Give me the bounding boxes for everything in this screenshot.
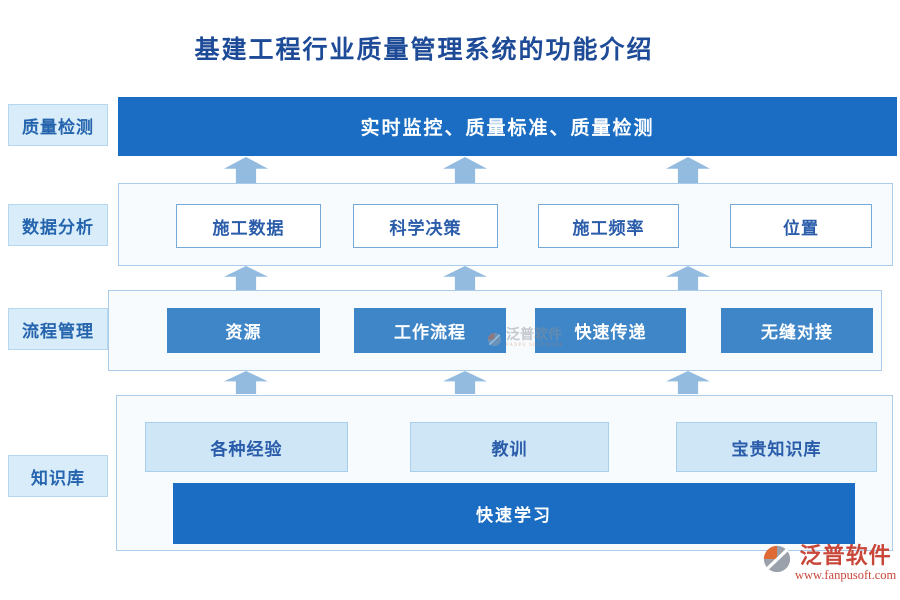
process-box: 工作流程 xyxy=(354,308,506,353)
brand-url-link[interactable]: www.fanpusoft.com xyxy=(795,568,897,582)
quality-banner: 实时监控、质量标准、质量检测 xyxy=(118,97,897,156)
knowledge-row: 各种经验 教训 宝贵知识库 快速学习 xyxy=(116,395,893,551)
brand-name: 泛普软件 xyxy=(799,543,892,568)
analysis-box: 位置 xyxy=(730,204,872,248)
up-arrow-icon xyxy=(443,157,487,183)
page-title: 基建工程行业质量管理系统的功能介绍 xyxy=(194,37,654,64)
up-arrow-icon xyxy=(666,266,710,290)
knowledge-box: 各种经验 xyxy=(145,422,348,472)
process-box: 快速传递 xyxy=(535,308,686,353)
up-arrow-icon xyxy=(666,371,710,394)
side-label-process: 流程管理 xyxy=(8,308,108,350)
up-arrow-icon xyxy=(224,266,268,290)
knowledge-box: 宝贵知识库 xyxy=(676,422,877,472)
analysis-row: 施工数据 科学决策 施工频率 位置 xyxy=(118,183,893,266)
fanpu-logo-icon xyxy=(763,545,791,573)
analysis-box: 施工频率 xyxy=(538,204,679,248)
process-box: 资源 xyxy=(167,308,320,353)
up-arrow-icon xyxy=(443,371,487,394)
side-label-analysis: 数据分析 xyxy=(8,204,108,246)
analysis-box: 施工数据 xyxy=(176,204,321,248)
knowledge-box: 教训 xyxy=(410,422,609,472)
process-row: 资源 工作流程 快速传递 无缝对接 泛普软件 FANPU SOFTWARE xyxy=(108,290,882,371)
side-label-knowledge: 知识库 xyxy=(8,455,108,497)
up-arrow-icon xyxy=(224,157,268,183)
brand-logo: 泛普软件 www.fanpusoft.com xyxy=(762,544,896,582)
knowledge-banner: 快速学习 xyxy=(173,483,855,544)
up-arrow-icon xyxy=(666,157,710,183)
process-box: 无缝对接 xyxy=(721,308,873,353)
up-arrow-icon xyxy=(443,266,487,290)
up-arrow-icon xyxy=(224,371,268,394)
analysis-box: 科学决策 xyxy=(353,204,498,248)
side-label-quality: 质量检测 xyxy=(8,104,108,146)
